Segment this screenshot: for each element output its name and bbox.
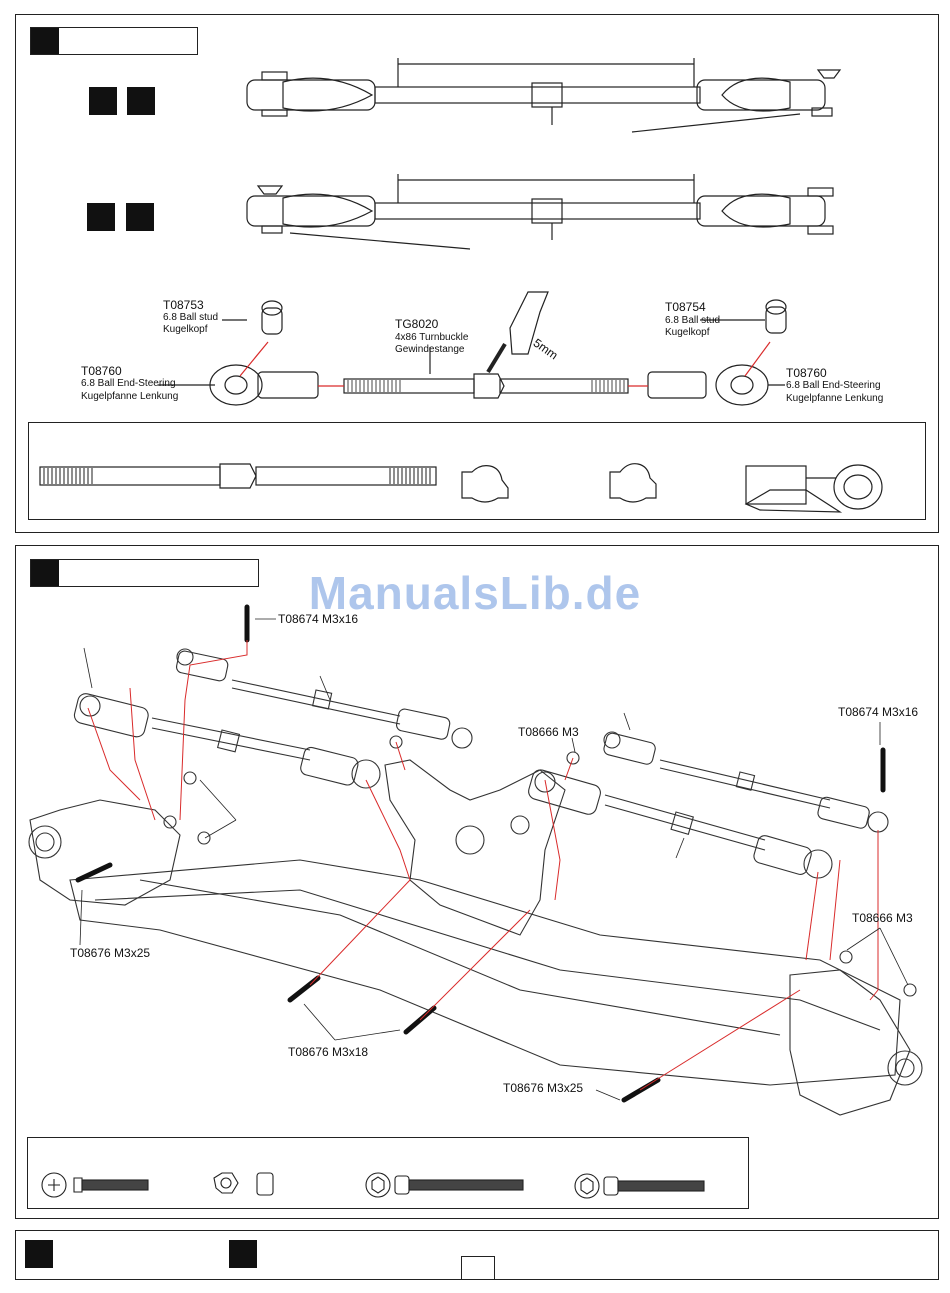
footer-box-left <box>25 1240 53 1268</box>
footer-box-right <box>229 1240 257 1268</box>
page-number-tab <box>461 1256 495 1279</box>
